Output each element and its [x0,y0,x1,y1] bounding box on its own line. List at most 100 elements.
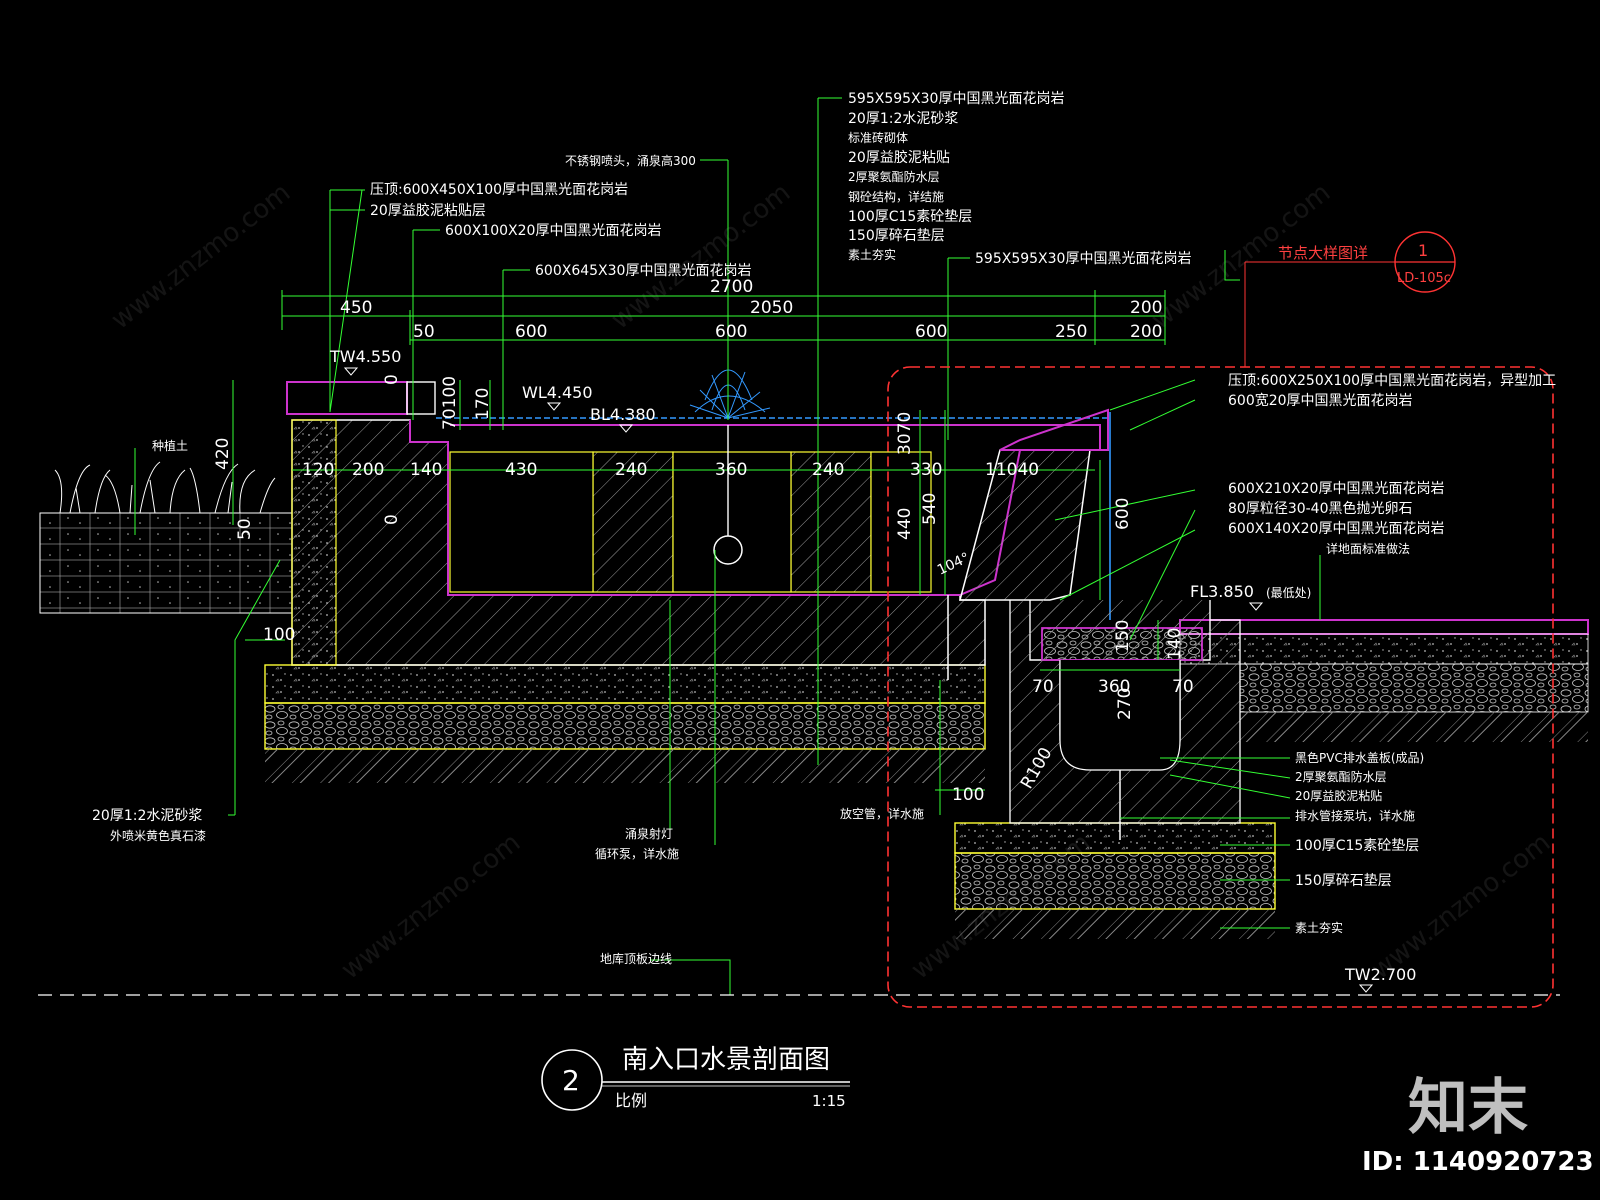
planting-soil-label: 种植土 [152,438,188,453]
nozzle-note: 不锈钢喷头，涌泉高300 [565,153,696,168]
drawing-number: 2 [562,1064,580,1097]
center-note-6: 钢砼结构，详结施 [848,189,944,204]
drawing-title: 南入口水景剖面图 [622,1045,830,1075]
coping-note: 压顶:600X450X100厚中国黑光面花岗岩 [370,182,628,198]
left-render-note-2: 外喷米黄色真石漆 [110,829,206,843]
dim-r3-5: 240 [615,460,647,480]
detail-ref-label: 节点大样图详 [1278,244,1368,262]
dim-r3-1: 120 [302,460,334,480]
detail-callout-box [887,366,1554,1008]
dim-r3-3: 140 [410,460,442,480]
dim-r3-8: 330 [910,460,942,480]
right-note-concrete: 100厚C15素砼垫层 [1295,838,1419,854]
dim-misc-100-right: 100 [952,785,984,805]
pool-void-3 [870,451,932,593]
center-note-9: 素土夯实 [848,247,896,262]
dim-v-0-mid: 0 [382,514,402,525]
fountain-spray [689,345,771,419]
level-tw-top: TW4.550 [329,347,401,366]
dim-v-170: 170 [473,388,493,420]
left-coping-edge [406,381,436,415]
left-wall-cladding [291,419,337,666]
drawing-number-circle [541,1049,603,1111]
planting-soil-block [39,512,293,614]
trough-void [1059,660,1181,771]
dim-r2-6: 200 [1130,322,1162,342]
level-tw-bottom: TW2.700 [1344,965,1416,984]
center-note-5: 2厚聚氨酯防水层 [848,169,940,184]
watermark-text: www.znzmo.com [106,178,296,336]
paving-finish-right [1179,619,1589,635]
pool-structure [286,381,1241,840]
level-bl: BL4.380 [590,405,656,424]
pool-void-2 [672,451,792,593]
dim-r2-4: 600 [915,322,947,342]
center-note-2: 20厚1:2水泥砂浆 [848,111,958,127]
support-pier-1 [592,451,674,593]
left-render-note-1: 20厚1:2水泥砂浆 [92,808,202,824]
granite-strip-note: 600X100X20厚中国黑光面花岗岩 [445,223,661,239]
dim-r1-2: 2050 [750,298,793,318]
center-note-8: 150厚碎石垫层 [848,228,945,244]
dim-v-150: 150 [1113,620,1133,652]
right-note-strip: 600宽20厚中国黑光面花岗岩 [1228,392,1413,409]
right-note-pebbles: 80厚粒径30-40黑色抛光卵石 [1228,500,1413,517]
dim-r3-4: 430 [505,460,537,480]
dimension-lines [232,290,1180,791]
detail-ref-sheet: LD-105c [1397,271,1451,286]
dim-sump-2: 360 [1098,677,1130,697]
paving-soil-right [1240,712,1588,742]
dim-v-70100: 70100 [440,376,460,430]
dim-r2-2: 600 [515,322,547,342]
level-fl-note: (最低处) [1266,586,1311,600]
level-wl: WL4.450 [522,383,593,402]
dim-sump-3: 70 [1172,677,1194,697]
dim-v-140: 140 [1165,628,1185,660]
right-note-soil: 素土夯实 [1295,920,1343,935]
dim-r3-2: 200 [352,460,384,480]
paving-gravel-right [1239,663,1589,713]
center-note-4: 20厚益胶泥粘贴 [848,149,950,166]
dim-r3-7: 240 [812,460,844,480]
dim-v-440: 440 [895,508,915,540]
dim-v-420: 420 [213,438,233,470]
dim-r2-1: 50 [413,322,435,342]
detail-ref-number: 1 [1418,241,1428,260]
top-right-note: 595X595X30厚中国黑光面花岗岩 [975,251,1191,267]
leader-lines [134,97,1321,995]
fountain-light-note: 涌泉射灯 [625,826,673,841]
dim-v-0-top: 0 [382,374,402,385]
pump-note: 循环泵，详水施 [595,846,679,861]
weir-coping [999,408,1109,451]
right-note-adhesive: 20厚益胶泥粘贴 [1295,788,1382,803]
pool-void-1 [449,451,594,593]
dim-r1-1: 450 [340,298,372,318]
right-note-gravel: 150厚碎石垫层 [1295,873,1392,889]
level-fl: FL3.850 [1190,582,1254,601]
scale-value: 1:15 [812,1092,846,1110]
image-id-watermark: ID: 1140920723 [1362,1147,1594,1177]
dim-r1-3: 200 [1130,298,1162,318]
dim-total: 2700 [710,277,753,297]
dim-r3-6: 360 [715,460,747,480]
dim-sump-1: 70 [1032,677,1054,697]
dim-r2-5: 250 [1055,322,1087,342]
concrete-bed-main [264,664,986,704]
dim-v-600: 600 [1113,498,1133,530]
concrete-bed-right [954,822,1276,854]
dim-v-3070: 3070 [895,412,915,455]
gravel-bed-main [264,702,986,750]
adhesive-note: 20厚益胶泥粘贴层 [370,202,486,219]
slab-edge-note: 地库顶板边线 [600,951,672,966]
dim-v-50: 50 [235,518,255,540]
scale-label: 比例 [615,1091,647,1110]
planting [54,461,276,514]
right-note-drain-pipe: 排水管接泵坑，详水施 [1295,808,1415,823]
compacted-soil-right [955,909,1275,939]
right-note-drain-cover: 黑色PVC排水盖板(成品) [1295,751,1424,765]
title-block: 2 南入口水景剖面图 比例 1:15 [541,1045,850,1111]
dim-r2-3: 600 [715,322,747,342]
dim-v-270: 270 [1115,688,1135,720]
brand-watermark: 知末 [1408,1073,1528,1143]
